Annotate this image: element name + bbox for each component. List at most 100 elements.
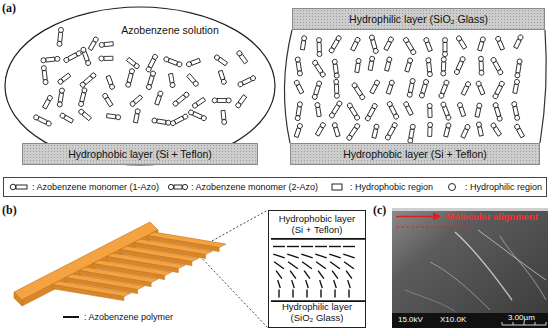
hydrophilic-part — [99, 42, 104, 47]
hydrophobic-part — [428, 108, 432, 117]
hydrophilic-part — [295, 115, 301, 121]
azobenzene-monomer — [403, 101, 414, 116]
sem-streak — [455, 232, 512, 300]
hydrophilic-part — [102, 92, 109, 99]
hydrophobic-part — [459, 107, 466, 117]
azobenzene-monomer — [386, 101, 399, 120]
hydrophilic-part — [92, 36, 99, 43]
hydrophobic-part — [478, 127, 484, 137]
hydrophobic-part — [58, 32, 63, 41]
azobenzene-monomer — [427, 103, 432, 117]
hydrophilic-part — [176, 61, 182, 67]
sem-image — [392, 208, 548, 328]
azobenzene-monomer — [218, 70, 227, 85]
azobenzene-monomer — [477, 36, 486, 51]
hydrophobic-part — [427, 63, 432, 72]
hydrophilic-part — [109, 84, 115, 90]
hydrophilic-part — [443, 38, 448, 43]
hydrophilic-part — [369, 56, 375, 62]
azobenzene-monomer — [440, 101, 451, 121]
hydrophilic-part — [297, 123, 303, 129]
zoom-box: Hydrophobic layer (Si + Teflon) Hydrophil… — [268, 210, 366, 328]
hydrophilic-part — [319, 71, 326, 78]
hydrophilic-part — [328, 47, 335, 54]
azobenzene-monomer — [79, 72, 97, 88]
azobenzene-monomer — [315, 102, 322, 117]
solution-droplet: Azobenzene solution — [4, 6, 276, 166]
polymer-chain — [306, 290, 307, 298]
hydrophilic-part — [373, 48, 379, 54]
azobenzene-monomer — [133, 108, 141, 123]
hydrophilic-part — [456, 35, 463, 42]
hydrophilic-part — [115, 114, 121, 120]
azobenzene-monomer — [170, 113, 189, 126]
azobenzene-monomer — [383, 36, 394, 51]
sem-info-bar — [392, 313, 548, 328]
hydrophilic-part — [445, 122, 451, 128]
azobenzene-monomer — [457, 102, 466, 117]
hydrophilic-part — [334, 93, 339, 98]
comb-finger — [52, 285, 124, 301]
polymer-chain — [343, 254, 354, 258]
polymer-chain — [278, 290, 279, 298]
layer-label: Hydrophobic layer (Si + Teflon) — [272, 214, 362, 236]
azobenzene-monomer — [57, 73, 71, 86]
hydrophilic-part — [492, 102, 498, 108]
azobenzene-monomer — [368, 56, 375, 71]
hydrophobic-part — [296, 106, 301, 116]
azobenzene-monomer — [369, 79, 380, 94]
hydrophobic-part — [333, 64, 338, 73]
hydrophobic-part — [513, 106, 519, 116]
hydrophilic-part — [135, 108, 141, 114]
azobenzene-monomer — [511, 101, 520, 121]
azobenzene-monomer — [80, 47, 91, 67]
azobenzene-monomer — [316, 38, 322, 57]
hydrophilic-part — [146, 84, 152, 90]
hydrophobic-part — [513, 84, 519, 94]
hydrophilic-part — [448, 184, 455, 191]
hydrophobic-part — [157, 119, 167, 124]
azobenzene-monomer — [350, 37, 361, 52]
hydrophobic-part — [405, 62, 411, 72]
hydrophilic-part — [152, 118, 158, 124]
legend-icon — [8, 182, 30, 192]
legend-icon — [441, 182, 463, 192]
azobenzene-monomer — [329, 100, 343, 119]
azobenzene-monomer — [59, 112, 74, 123]
hydrophilic-part — [423, 79, 429, 85]
hydrophilic-part — [514, 79, 520, 85]
hydrophilic-part — [386, 57, 392, 63]
azobenzene-monomer — [293, 79, 304, 94]
hydrophilic-part — [57, 41, 62, 46]
hydrophobic-part — [497, 40, 504, 50]
hydrophilic-part — [332, 59, 338, 65]
hydrophilic-part — [188, 109, 195, 116]
layer-label: Hydrophilic layer (SiO₂ Glass) — [272, 302, 362, 324]
azobenzene-monomer — [57, 27, 64, 46]
azobenzene-monomer — [237, 75, 256, 88]
azobenzene-monomer — [125, 68, 135, 88]
hydrophilic-part — [316, 80, 322, 86]
azobenzene-monomer — [188, 109, 207, 121]
hydrophobic-part — [294, 128, 301, 138]
polymer-chain — [292, 290, 293, 298]
hydrophilic-part — [407, 92, 413, 98]
monomer-group — [33, 27, 525, 143]
hydrophilic-part — [33, 114, 40, 121]
azobenzene-monomer — [312, 59, 327, 78]
hydrophilic-part — [336, 100, 343, 107]
hydrophilic-part — [480, 36, 486, 42]
azobenzene-monomer — [364, 103, 378, 122]
azobenzene-monomer — [404, 57, 413, 72]
azobenzene-monomer — [384, 122, 398, 141]
legend-text: : Azobenzene monomer (1-Azo) — [32, 182, 159, 192]
hydrophilic-part — [133, 63, 140, 70]
azobenzene-monomer — [42, 95, 53, 110]
azobenzene-monomer — [88, 36, 99, 51]
azobenzene-monomer — [427, 122, 432, 136]
polymer-chain — [274, 262, 284, 269]
azobenzene-monomer — [384, 57, 392, 72]
red-arrow — [396, 216, 440, 217]
hydrophilic-part — [410, 124, 416, 130]
